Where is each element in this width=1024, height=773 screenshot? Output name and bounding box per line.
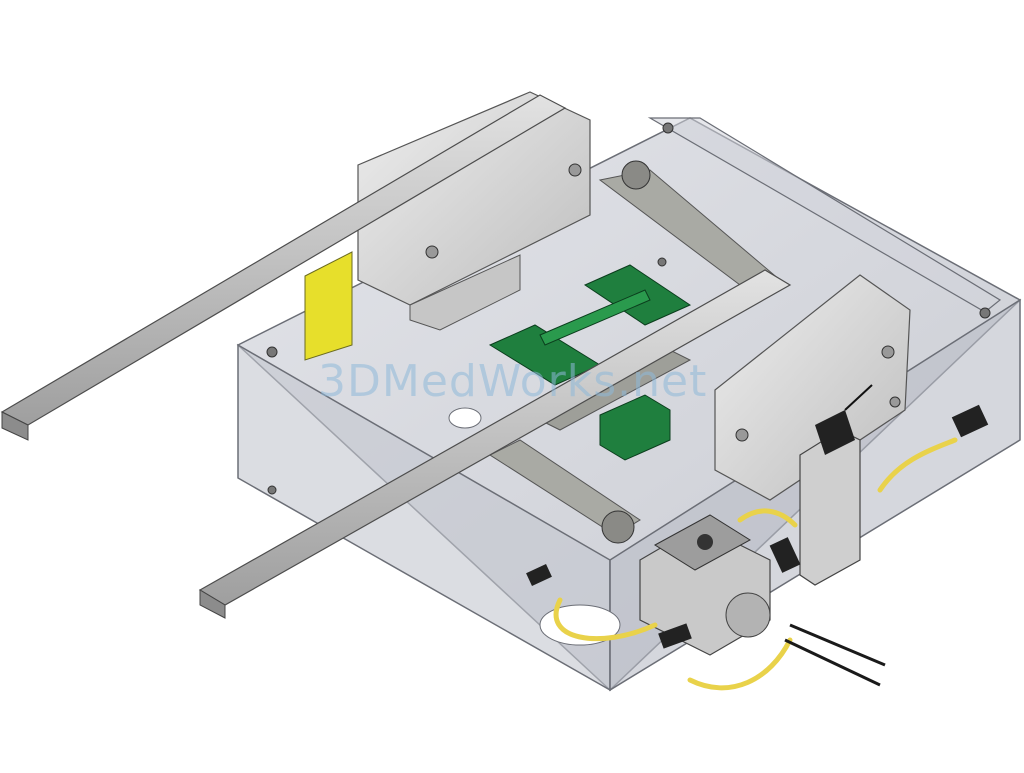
screw-icon [979,307,991,319]
cable [784,638,881,687]
scissor-arm [488,439,641,536]
fittings [526,404,989,687]
tube [737,508,798,528]
tube [553,597,658,642]
yellow-plate [304,251,353,361]
right-carriage [714,274,911,501]
rail-end-face [1,411,29,441]
housing-back-wall [647,117,1002,313]
pneumatic-tubing [553,437,958,691]
screw-icon [662,122,674,134]
carriage-block [357,91,591,306]
housing-cutout [448,407,482,429]
carriage-block-lower [409,254,521,331]
green-rail-bar [539,289,651,346]
valve-body [799,429,861,586]
pneumatic-cylinder [639,514,771,656]
bolt-head [568,163,582,177]
bolt-head [735,428,749,442]
fitting [769,537,801,573]
lower-rail [198,269,792,619]
tube [687,637,793,691]
screw-icon [266,346,278,358]
fitting [658,623,692,649]
rail-end-face [199,589,226,619]
screw-icon [267,485,277,495]
port-hole [697,534,713,550]
screw-icon [657,257,667,267]
carriage-block [714,274,911,501]
valve-coil [815,410,855,455]
bolt-head [425,245,439,259]
cable [789,623,886,667]
valve-lead [844,384,873,411]
pivot-pin [601,510,635,544]
housing-cutout [539,604,621,646]
upper-rail [0,94,567,441]
upper-carriage [357,91,591,331]
fitting [951,404,989,438]
green-guide-blocks [488,264,692,461]
green-block [599,394,671,461]
fitting [526,564,552,586]
tube [877,437,958,493]
solenoid-valve [799,384,873,586]
bolt-head [889,396,901,408]
pivot-pin [621,160,651,190]
bolt-head [881,345,895,359]
cylinder-cap [725,592,771,638]
